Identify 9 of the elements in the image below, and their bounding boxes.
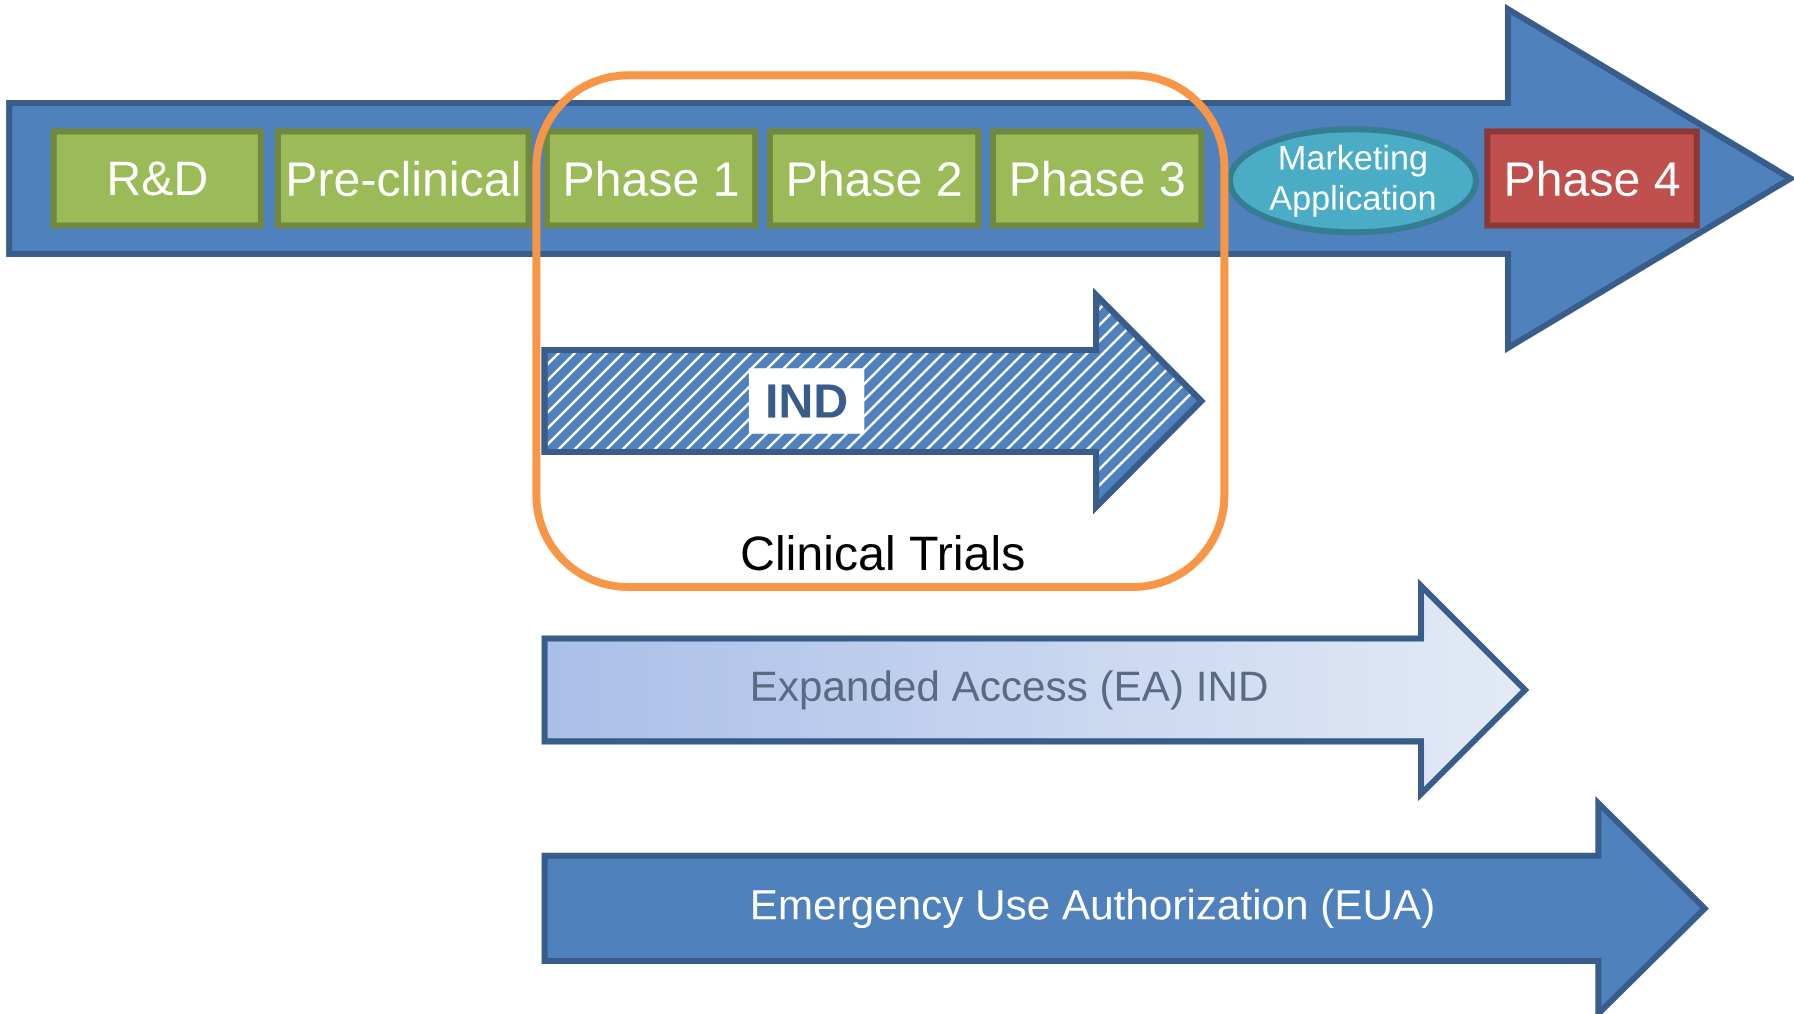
stage-box: Phase 3 (990, 128, 1205, 229)
stage-box: Phase 1 (543, 128, 759, 229)
pointed-banner: Expanded Access (EA) IND (541, 578, 1530, 802)
pointed-banner: Emergency Use Authorization (EUA) (541, 796, 1710, 1014)
stage-box: R&D (50, 128, 264, 229)
stage-box: Pre-clinical (274, 128, 532, 229)
stage-box: Phase 4 (1484, 128, 1700, 229)
stage-box: Phase 2 (766, 128, 982, 229)
pointed-banner: IND (541, 288, 1206, 515)
